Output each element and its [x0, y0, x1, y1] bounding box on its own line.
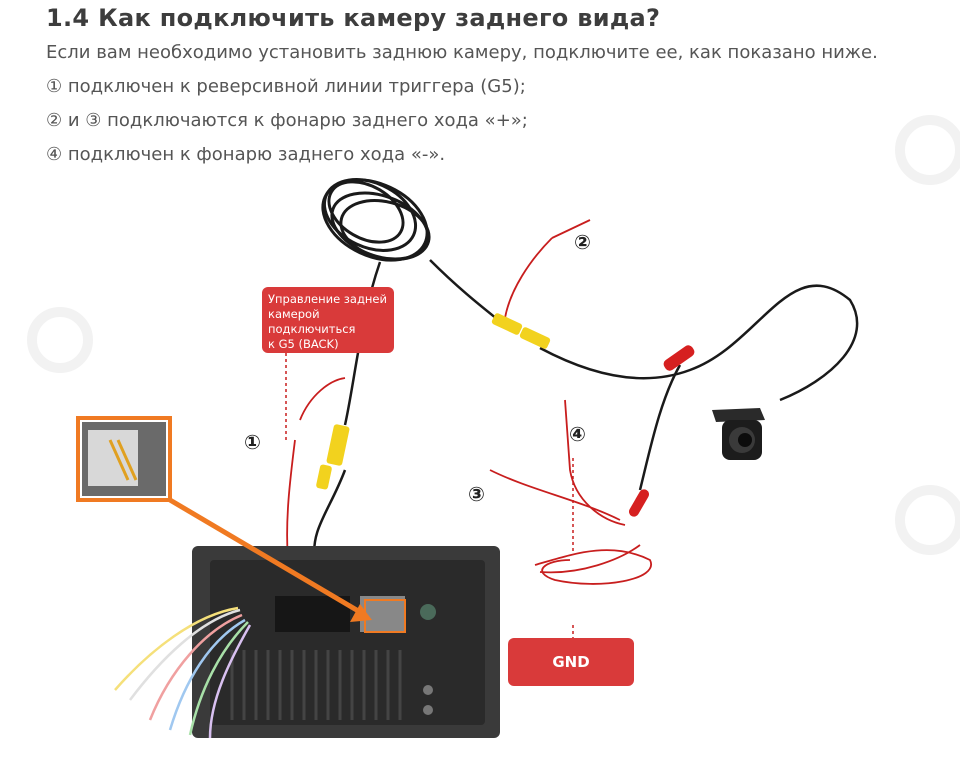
zoom-arrow [168, 497, 406, 633]
connector-zoom-inset [76, 416, 172, 502]
back-control-callout: Управление задней камерой подключиться к… [262, 287, 394, 353]
step-2-3-text: ② и ③ подключаются к фонарю заднего хода… [46, 110, 528, 131]
step-4-text: ④ подключен к фонарю заднего хода «-». [46, 144, 446, 165]
wiring-harness [114, 606, 252, 739]
camera-cable-coil [321, 178, 431, 262]
rca-connectors [316, 313, 551, 490]
marker-3: ③ [468, 482, 485, 506]
watermark [27, 115, 960, 555]
marker-2: ② [574, 230, 591, 254]
marker-4: ④ [569, 422, 586, 446]
rear-camera [712, 408, 765, 460]
gnd-callout: GND [508, 638, 634, 686]
intro-text: Если вам необходимо установить заднюю ка… [46, 42, 878, 63]
page-title: 1.4 Как подключить камеру заднего вида? [46, 4, 661, 32]
head-unit [192, 546, 500, 738]
marker-1: ① [244, 430, 261, 454]
step-1-text: ① подключен к реверсивной линии триггера… [46, 76, 526, 97]
leader-lines [285, 353, 574, 640]
red-wires [286, 219, 652, 585]
red-connectors [629, 345, 695, 517]
